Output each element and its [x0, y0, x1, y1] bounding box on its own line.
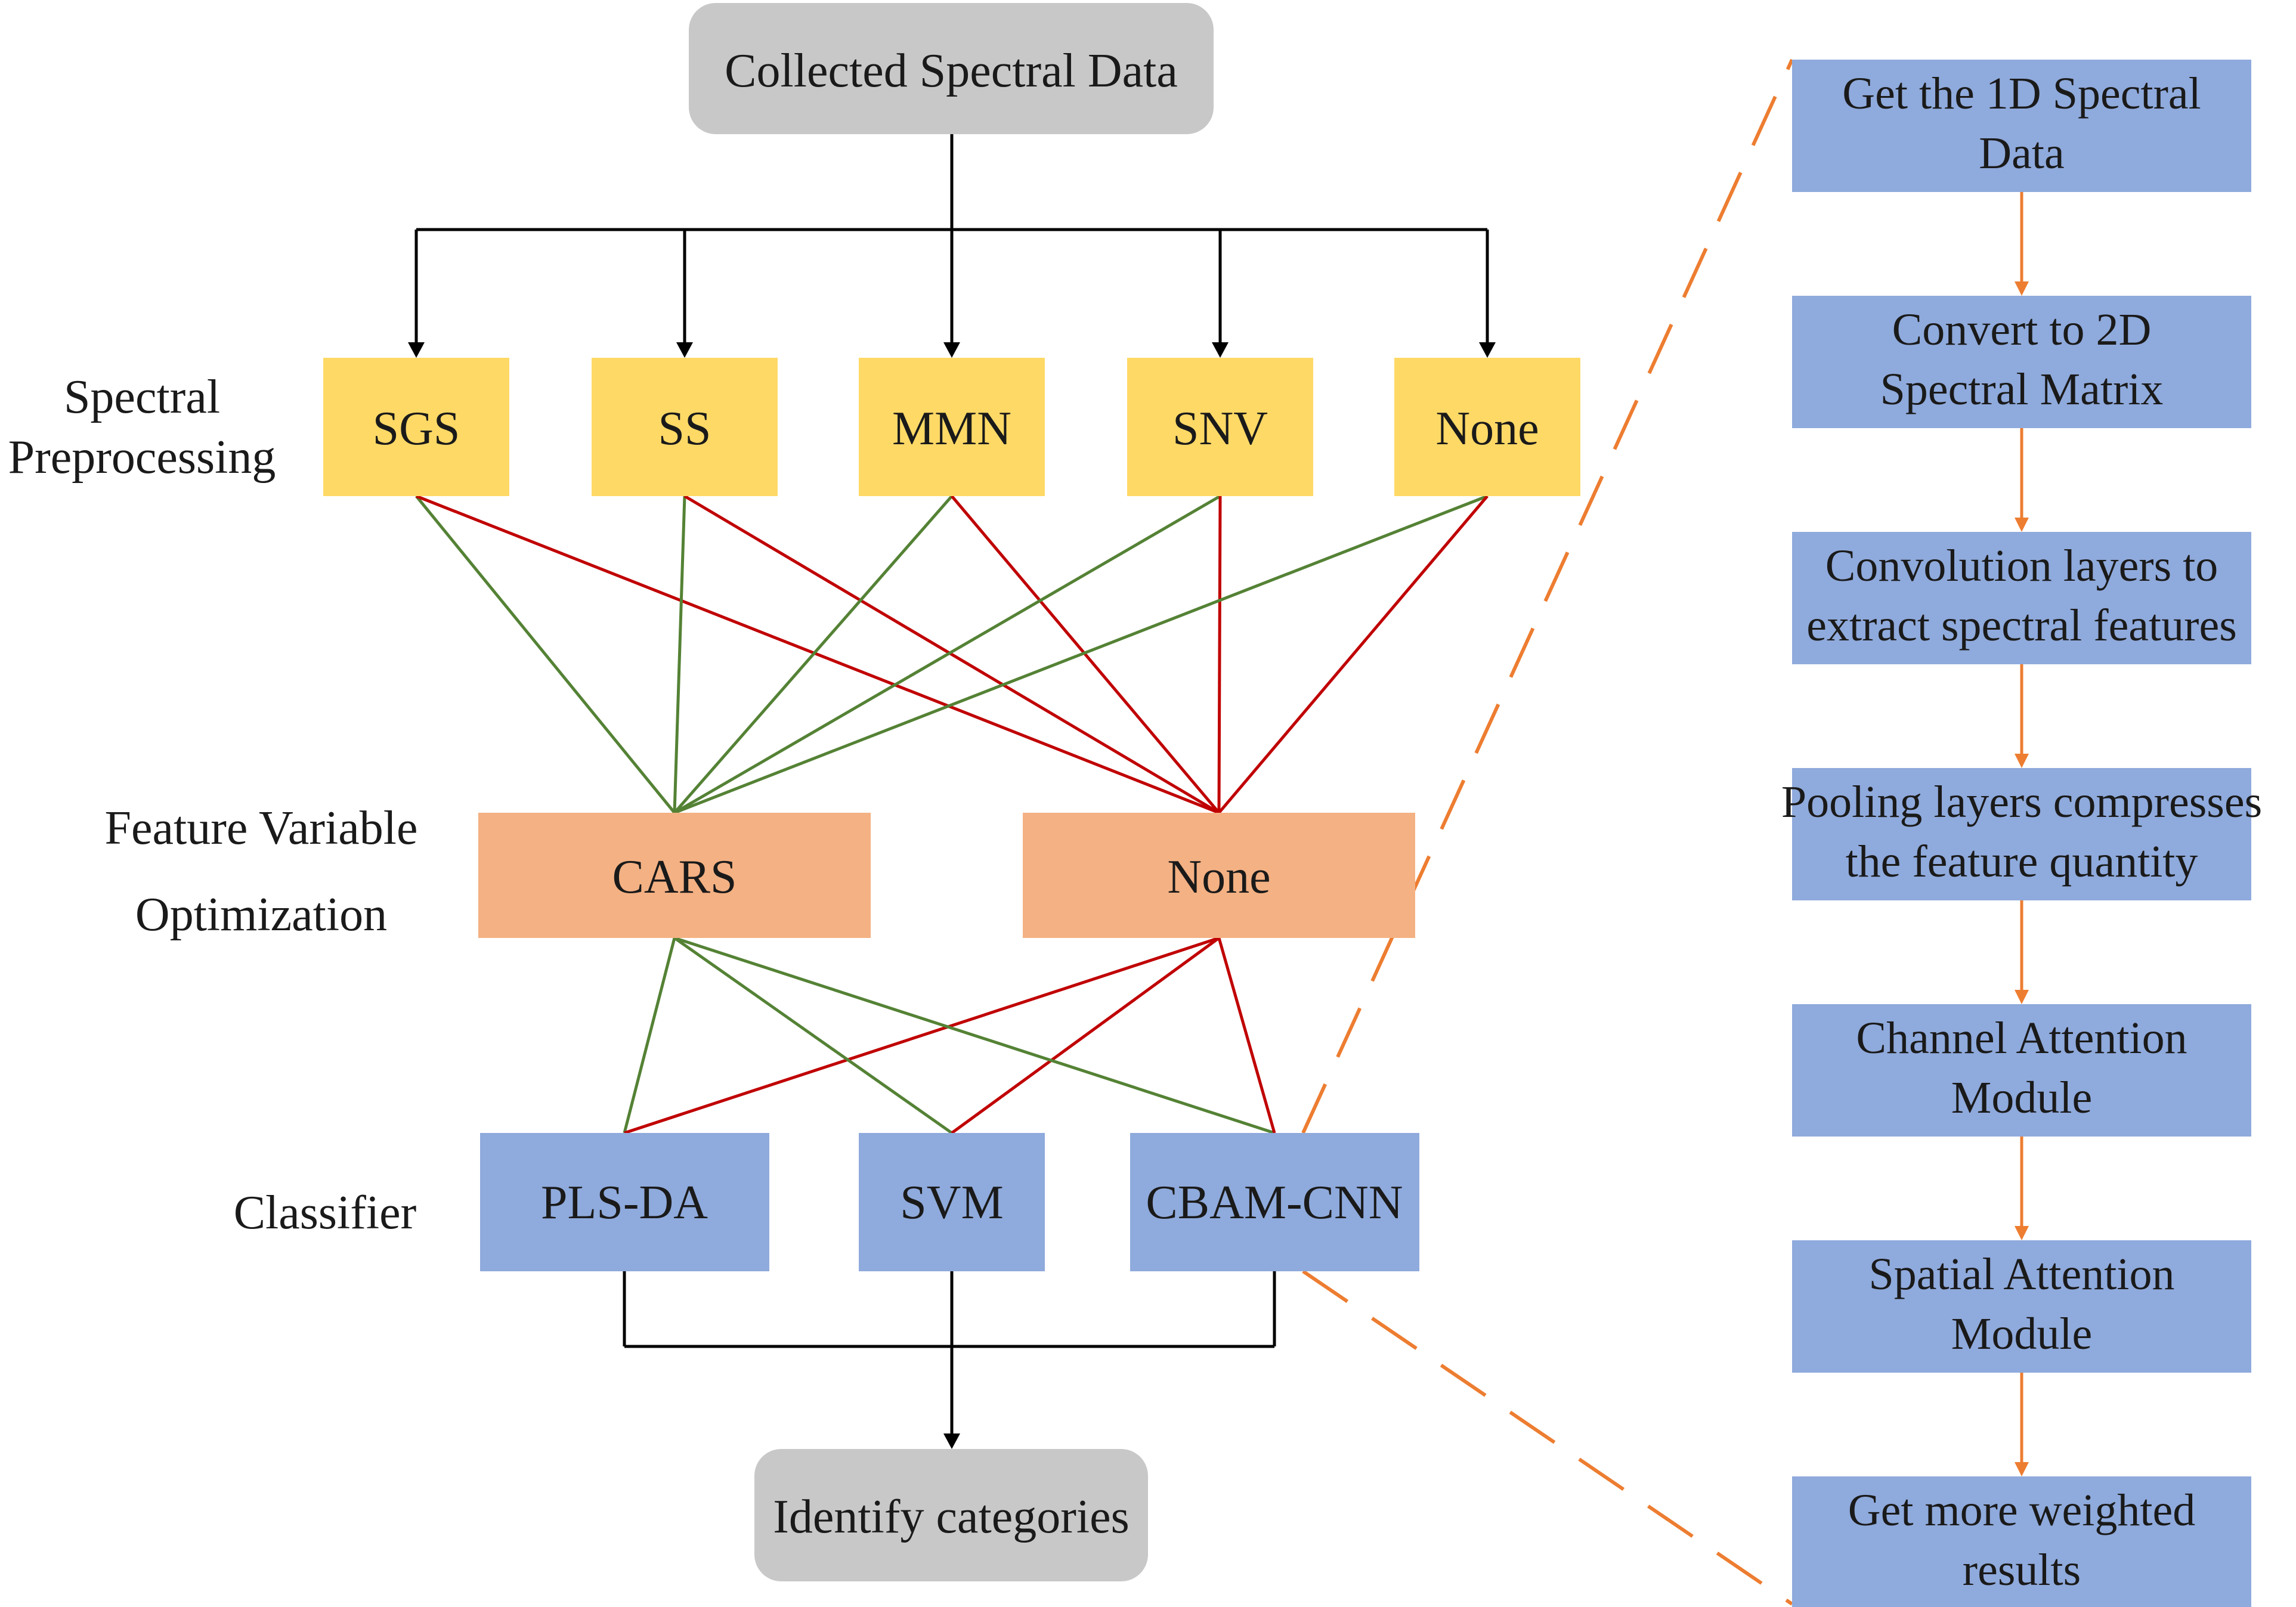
- classifier-box-svm: [859, 1133, 1045, 1271]
- edge-cars-to-classifier-1: [673, 936, 953, 1135]
- edge-pre-1-to-cars: [673, 496, 686, 813]
- classifier-label-svm: SVM: [900, 1176, 1003, 1229]
- cnn-step-3-line-1: the feature quantity: [1846, 837, 2198, 887]
- cnn-step-4-line-0: Channel Attention: [1856, 1013, 2187, 1063]
- edge-none-to-classifier-0: [624, 936, 1220, 1135]
- preprocessing-box-snv: [1127, 358, 1313, 496]
- cnn-step-box-5: [1792, 1240, 2251, 1373]
- arrow-to-preprocessing-3-head: [1212, 342, 1229, 358]
- cnn-step-box-1: [1792, 296, 2251, 428]
- stage-label-preprocessing-1: Spectral: [64, 371, 220, 423]
- stage-label-classifier: Classifier: [234, 1187, 417, 1239]
- stage-label-preprocessing-2: Preprocessing: [8, 431, 276, 484]
- feature-row: CARS None: [478, 813, 1415, 938]
- cnn-step-box-4: [1792, 1004, 2251, 1137]
- cnn-step-3-line-0: Pooling layers compresses: [1781, 777, 2262, 827]
- cnn-step-0-line-0: Get the 1D Spectral: [1842, 69, 2201, 119]
- edge-cars-to-classifier-0: [623, 937, 676, 1134]
- cnn-step-box-3: [1792, 768, 2251, 900]
- feature-label-none: None: [1167, 851, 1270, 903]
- preprocessing-box-none: [1394, 358, 1580, 496]
- collected-spectral-data-box: [689, 3, 1214, 134]
- classifier-label-pls-da: PLS-DA: [541, 1176, 708, 1229]
- stage-label-feature-1: Feature Variable: [105, 802, 418, 854]
- feature-label-cars: CARS: [612, 851, 737, 903]
- identify-categories-box: [754, 1449, 1148, 1581]
- preprocessing-box-ss: [592, 358, 778, 496]
- arrow-to-identify-categories-head: [943, 1433, 960, 1449]
- classifier-label-cbam-cnn: CBAM-CNN: [1146, 1176, 1403, 1229]
- cnn-step-arrow-5-head: [2015, 1462, 2029, 1476]
- edge-pre-0-to-none: [416, 494, 1220, 815]
- edge-pre-4-to-cars: [674, 494, 1488, 815]
- cnn-step-1-line-0: Convert to 2D: [1892, 305, 2152, 355]
- classifier-box-pls-da: [480, 1133, 769, 1271]
- cnn-step-arrow-4-head: [2015, 1226, 2029, 1240]
- cnn-step-4-line-1: Module: [1951, 1073, 2092, 1123]
- preprocessing-box-sgs: [323, 358, 509, 496]
- stage-label-feature-2: Optimization: [135, 888, 387, 941]
- connectors-layer: [408, 58, 1794, 1606]
- preprocessing-box-mmn: [859, 358, 1045, 496]
- cnn-step-1-line-1: Spectral Matrix: [1880, 364, 2164, 414]
- feature-box-cars: [478, 813, 871, 938]
- preprocessing-label-sgs: SGS: [373, 402, 460, 455]
- cnn-step-2-line-1: extract spectral features: [1806, 600, 2237, 651]
- preprocessing-row: SGS SS MMN SNV None: [323, 358, 1580, 496]
- zoom-line-lower: [1302, 1270, 1793, 1606]
- edge-pre-3-to-none: [1217, 496, 1222, 813]
- cnn-step-arrow-2-head: [2015, 754, 2029, 768]
- cnn-step-arrow-1-head: [2015, 518, 2029, 532]
- edge-none-to-classifier-1: [951, 936, 1220, 1135]
- cnn-step-box-6: [1792, 1476, 2251, 1607]
- arrow-to-preprocessing-4-head: [1479, 342, 1496, 358]
- cnn-step-6-line-0: Get more weighted: [1848, 1485, 2195, 1535]
- edge-pre-4-to-none: [1218, 495, 1489, 814]
- edge-pre-0-to-cars: [415, 495, 676, 814]
- cnn-step-box-2: [1792, 532, 2251, 664]
- cnn-step-arrow-0-head: [2015, 281, 2029, 296]
- classifier-box-cbam-cnn: [1130, 1133, 1419, 1271]
- edge-pre-2-to-cars: [673, 495, 953, 814]
- edge-pre-3-to-cars: [673, 494, 1221, 815]
- edge-pre-1-to-none: [683, 494, 1220, 815]
- classifier-row: PLS-DA SVM CBAM-CNN: [480, 1133, 1419, 1271]
- edge-pre-2-to-none: [951, 495, 1220, 814]
- identify-categories-node: Identify categories: [754, 1449, 1148, 1581]
- edge-cars-to-classifier-2: [674, 936, 1275, 1135]
- arrow-to-preprocessing-1-head: [676, 342, 693, 358]
- arrow-to-preprocessing-0-head: [408, 342, 425, 358]
- cnn-step-2-line-0: Convolution layers to: [1825, 541, 2218, 591]
- feature-box-none: [1023, 813, 1415, 938]
- collected-spectral-data-node: Collected Spectral Data: [689, 3, 1214, 134]
- preprocessing-label-none: None: [1435, 402, 1539, 455]
- identify-categories-label: Identify categories: [773, 1491, 1130, 1543]
- cnn-step-arrow-3-head: [2015, 990, 2029, 1004]
- preprocessing-label-snv: SNV: [1172, 402, 1268, 455]
- cnn-step-6-line-1: results: [1963, 1545, 2081, 1595]
- cnn-step-5-line-0: Spatial Attention: [1869, 1249, 2175, 1299]
- cnn-step-box-0: [1792, 60, 2251, 192]
- preprocessing-label-ss: SS: [658, 402, 711, 455]
- cnn-step-0-line-1: Data: [1979, 128, 2064, 178]
- collected-spectral-data-label: Collected Spectral Data: [725, 45, 1178, 97]
- edge-none-to-classifier-2: [1217, 937, 1276, 1134]
- cnn-step-5-line-1: Module: [1951, 1309, 2092, 1359]
- zoom-line-upper: [1301, 58, 1794, 1134]
- preprocessing-label-mmn: MMN: [892, 402, 1011, 455]
- arrow-to-preprocessing-2-head: [943, 342, 960, 358]
